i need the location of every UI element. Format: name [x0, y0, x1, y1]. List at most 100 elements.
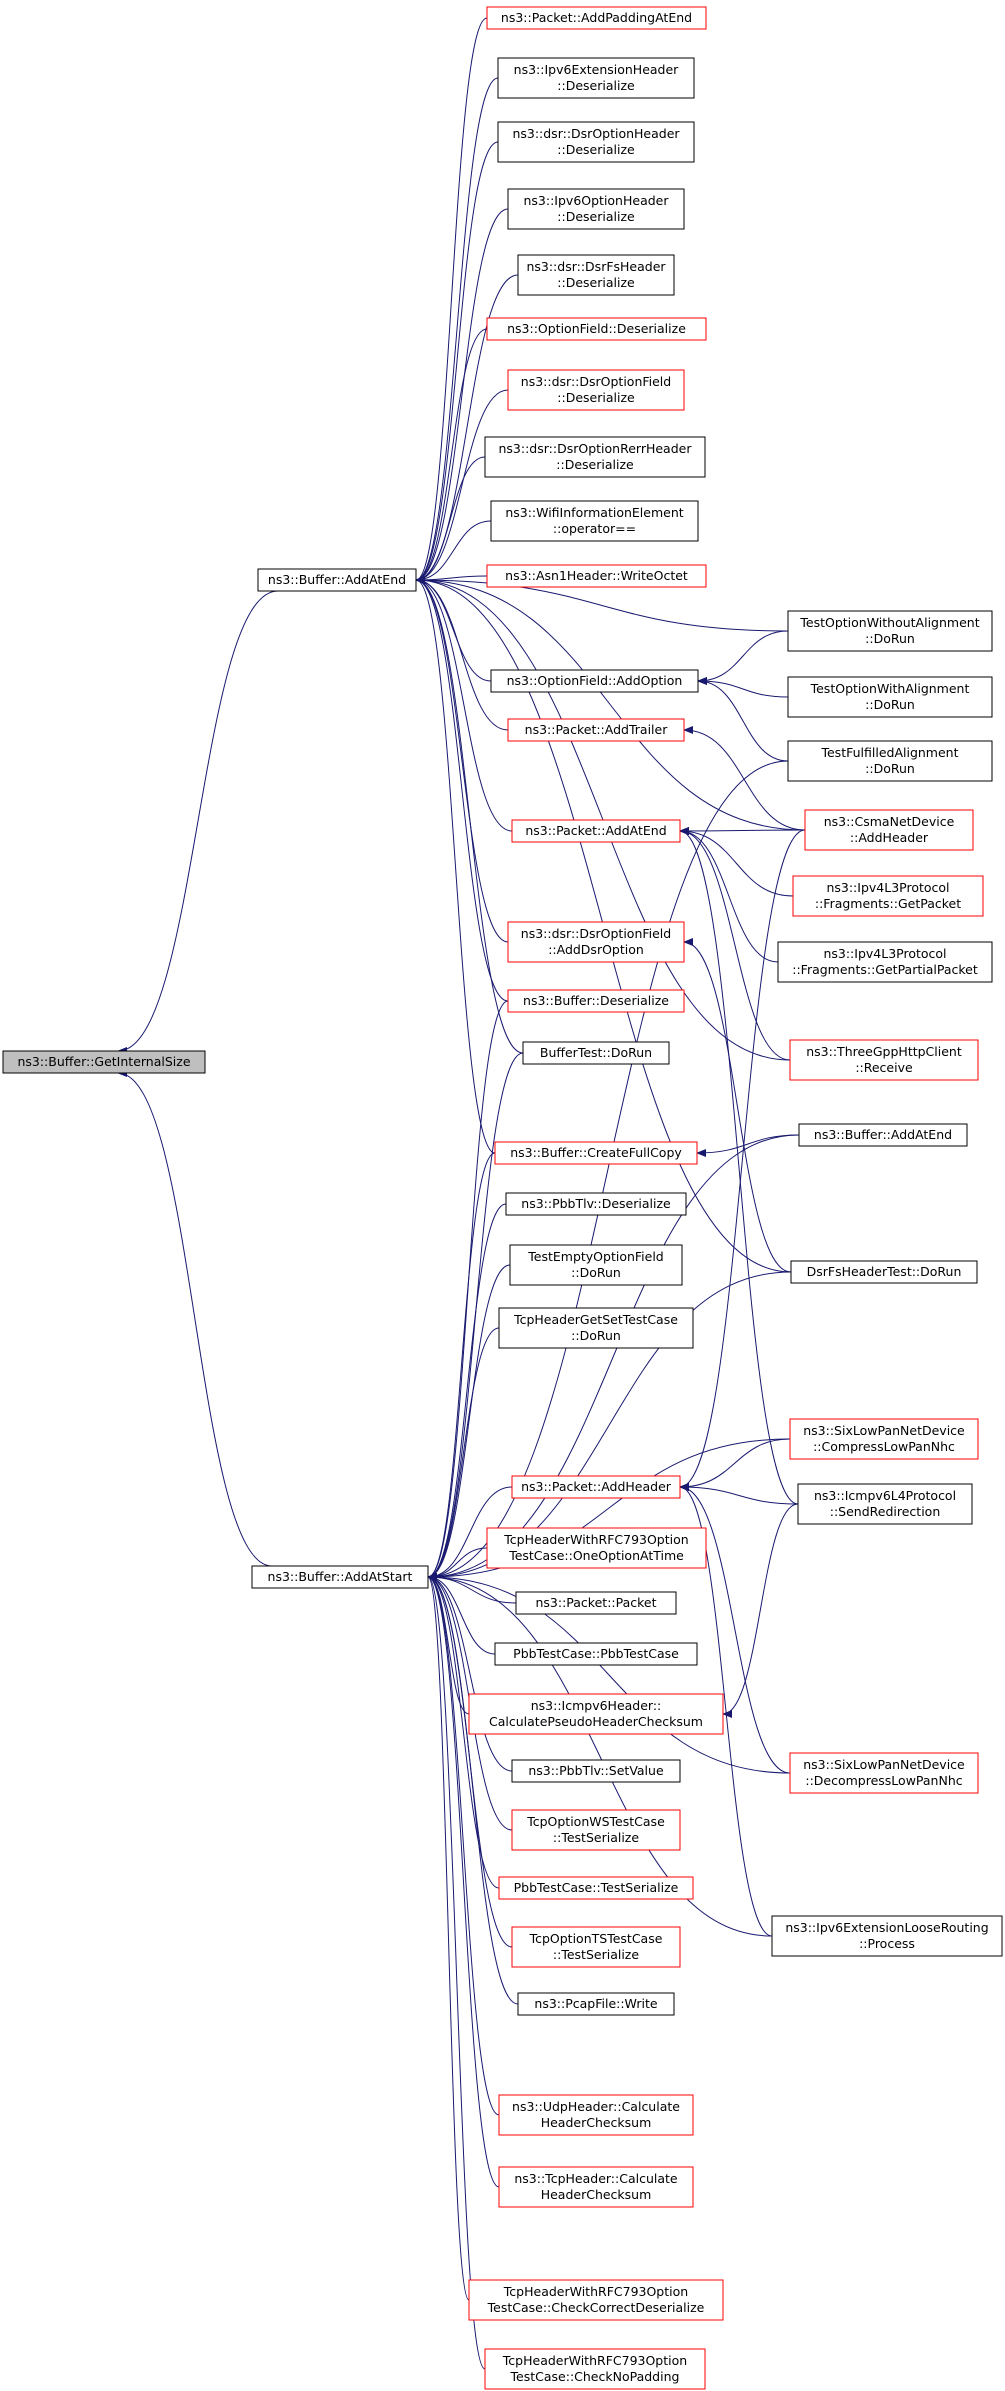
node-box-n33[interactable] [468, 2279, 724, 2321]
node-n27[interactable]: TcpOptionWSTestCase::TestSerialize [511, 1809, 681, 1851]
node-box-root[interactable] [2, 1050, 206, 1074]
node-n10[interactable]: ns3::Asn1Header::WriteOctet [486, 564, 707, 588]
node-box-r10[interactable] [789, 1418, 979, 1460]
node-root[interactable]: ns3::Buffer::GetInternalSize [2, 1050, 206, 1074]
node-n20[interactable]: TcpHeaderGetSetTestCase::DoRun [498, 1307, 694, 1349]
node-n1[interactable]: ns3::Packet::AddPaddingAtEnd [486, 6, 707, 30]
node-box-n8[interactable] [484, 436, 706, 478]
node-n2[interactable]: ns3::Ipv6ExtensionHeader::Deserialize [497, 57, 695, 99]
node-r9[interactable]: DsrFsHeaderTest::DoRun [790, 1260, 978, 1284]
node-r2[interactable]: TestOptionWithAlignment::DoRun [787, 676, 993, 718]
node-n8[interactable]: ns3::dsr::DsrOptionRerrHeader::Deseriali… [484, 436, 706, 478]
node-n23[interactable]: ns3::Packet::Packet [515, 1591, 677, 1615]
node-box-n34[interactable] [484, 2348, 706, 2390]
node-box-n9[interactable] [490, 500, 699, 542]
node-r8[interactable]: ns3::Buffer::AddAtEnd [798, 1123, 968, 1147]
node-n28[interactable]: PbbTestCase::TestSerialize [498, 1876, 694, 1900]
node-box-n1[interactable] [486, 6, 707, 30]
node-n19[interactable]: TestEmptyOptionField::DoRun [509, 1244, 683, 1286]
node-box-n2[interactable] [497, 57, 695, 99]
node-box-n29[interactable] [511, 1926, 681, 1968]
node-box-n17[interactable] [494, 1141, 698, 1165]
node-box-n10[interactable] [486, 564, 707, 588]
node-r12[interactable]: ns3::SixLowPanNetDevice::DecompressLowPa… [789, 1752, 979, 1794]
node-box-n4[interactable] [507, 188, 685, 230]
node-n21[interactable]: ns3::Packet::AddHeader [511, 1475, 681, 1499]
node-addAtEnd[interactable]: ns3::Buffer::AddAtEnd [257, 568, 417, 592]
node-box-r11[interactable] [797, 1483, 973, 1525]
node-n29[interactable]: TcpOptionTSTestCase::TestSerialize [511, 1926, 681, 1968]
node-box-r8[interactable] [798, 1123, 968, 1147]
node-n9[interactable]: ns3::WifiInformationElement::operator== [490, 500, 699, 542]
node-box-addAtEnd[interactable] [257, 568, 417, 592]
node-box-n20[interactable] [498, 1307, 694, 1349]
node-box-r9[interactable] [790, 1260, 978, 1284]
node-n7[interactable]: ns3::dsr::DsrOptionField::Deserialize [507, 369, 685, 411]
node-r5[interactable]: ns3::Ipv4L3Protocol::Fragments::GetPacke… [792, 875, 984, 917]
node-box-r13[interactable] [771, 1915, 1003, 1957]
node-n5[interactable]: ns3::dsr::DsrFsHeader::Deserialize [517, 254, 675, 296]
node-n22[interactable]: TcpHeaderWithRFC793OptionTestCase::OneOp… [486, 1527, 707, 1569]
node-box-n11[interactable] [490, 669, 699, 693]
node-box-n30[interactable] [517, 1992, 675, 2016]
node-n3[interactable]: ns3::dsr::DsrOptionHeader::Deserialize [497, 121, 695, 163]
node-r3[interactable]: TestFulfilledAlignment::DoRun [787, 740, 993, 782]
node-box-n5[interactable] [517, 254, 675, 296]
node-box-n13[interactable] [511, 819, 681, 843]
node-box-n23[interactable] [515, 1591, 677, 1615]
node-box-n24[interactable] [494, 1642, 698, 1666]
node-box-addAtStart[interactable] [251, 1565, 429, 1589]
node-r6[interactable]: ns3::Ipv4L3Protocol::Fragments::GetParti… [777, 941, 993, 983]
node-addAtStart[interactable]: ns3::Buffer::AddAtStart [251, 1565, 429, 1589]
node-n12[interactable]: ns3::Packet::AddTrailer [507, 718, 685, 742]
node-r13[interactable]: ns3::Ipv6ExtensionLooseRouting::Process [771, 1915, 1003, 1957]
node-n14[interactable]: ns3::dsr::DsrOptionField::AddDsrOption [507, 921, 685, 963]
node-box-r7[interactable] [789, 1039, 979, 1081]
node-r11[interactable]: ns3::Icmpv6L4Protocol::SendRedirection [797, 1483, 973, 1525]
node-box-n6[interactable] [486, 317, 707, 341]
node-n16[interactable]: BufferTest::DoRun [522, 1041, 670, 1065]
node-box-n28[interactable] [498, 1876, 694, 1900]
node-n24[interactable]: PbbTestCase::PbbTestCase [494, 1642, 698, 1666]
node-box-n19[interactable] [509, 1244, 683, 1286]
node-r7[interactable]: ns3::ThreeGppHttpClient::Receive [789, 1039, 979, 1081]
node-r1[interactable]: TestOptionWithoutAlignment::DoRun [787, 610, 993, 652]
node-n6[interactable]: ns3::OptionField::Deserialize [486, 317, 707, 341]
node-box-n21[interactable] [511, 1475, 681, 1499]
node-box-n12[interactable] [507, 718, 685, 742]
node-n30[interactable]: ns3::PcapFile::Write [517, 1992, 675, 2016]
node-n15[interactable]: ns3::Buffer::Deserialize [507, 989, 685, 1013]
node-box-n14[interactable] [507, 921, 685, 963]
node-box-n22[interactable] [486, 1527, 707, 1569]
node-n33[interactable]: TcpHeaderWithRFC793OptionTestCase::Check… [468, 2279, 724, 2321]
node-r10[interactable]: ns3::SixLowPanNetDevice::CompressLowPanN… [789, 1418, 979, 1460]
node-n34[interactable]: TcpHeaderWithRFC793OptionTestCase::Check… [484, 2348, 706, 2390]
node-box-r1[interactable] [787, 610, 993, 652]
node-box-n25[interactable] [468, 1693, 724, 1735]
node-r4[interactable]: ns3::CsmaNetDevice::AddHeader [804, 809, 974, 851]
node-box-n26[interactable] [511, 1759, 681, 1783]
node-box-n3[interactable] [497, 121, 695, 163]
node-box-n15[interactable] [507, 989, 685, 1013]
node-box-r2[interactable] [787, 676, 993, 718]
node-box-r12[interactable] [789, 1752, 979, 1794]
node-n17[interactable]: ns3::Buffer::CreateFullCopy [494, 1141, 698, 1165]
node-box-n16[interactable] [522, 1041, 670, 1065]
node-n11[interactable]: ns3::OptionField::AddOption [490, 669, 699, 693]
node-n25[interactable]: ns3::Icmpv6Header::CalculatePseudoHeader… [468, 1693, 724, 1735]
node-box-n7[interactable] [507, 369, 685, 411]
node-n18[interactable]: ns3::PbbTlv::Deserialize [505, 1192, 687, 1216]
node-box-n18[interactable] [505, 1192, 687, 1216]
node-n4[interactable]: ns3::Ipv6OptionHeader::Deserialize [507, 188, 685, 230]
node-box-n32[interactable] [498, 2166, 694, 2208]
node-box-n31[interactable] [498, 2094, 694, 2136]
node-box-n27[interactable] [511, 1809, 681, 1851]
node-n13[interactable]: ns3::Packet::AddAtEnd [511, 819, 681, 843]
node-box-r3[interactable] [787, 740, 993, 782]
node-box-r4[interactable] [804, 809, 974, 851]
node-n26[interactable]: ns3::PbbTlv::SetValue [511, 1759, 681, 1783]
node-box-r6[interactable] [777, 941, 993, 983]
node-box-r5[interactable] [792, 875, 984, 917]
